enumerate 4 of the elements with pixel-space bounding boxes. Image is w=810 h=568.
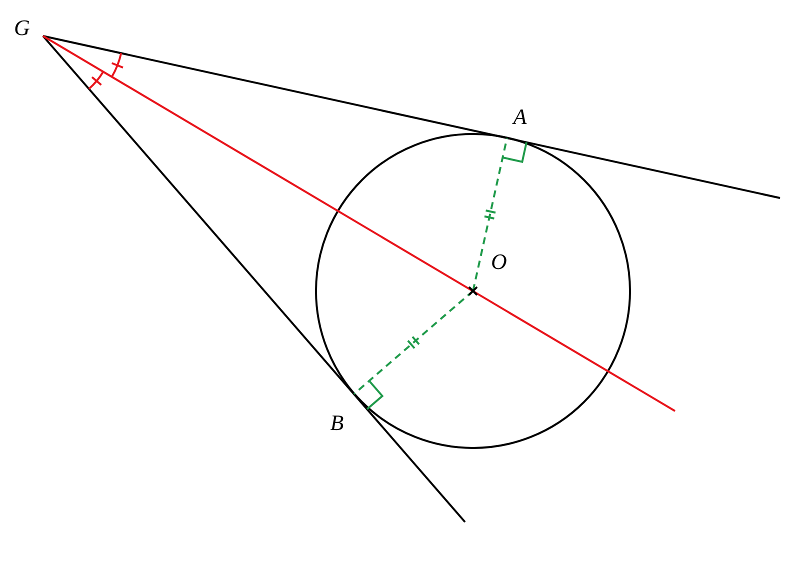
point-label: O [491, 251, 507, 273]
point-label: A [513, 106, 527, 128]
point-label: G [14, 17, 30, 39]
point-label: B [330, 412, 344, 434]
